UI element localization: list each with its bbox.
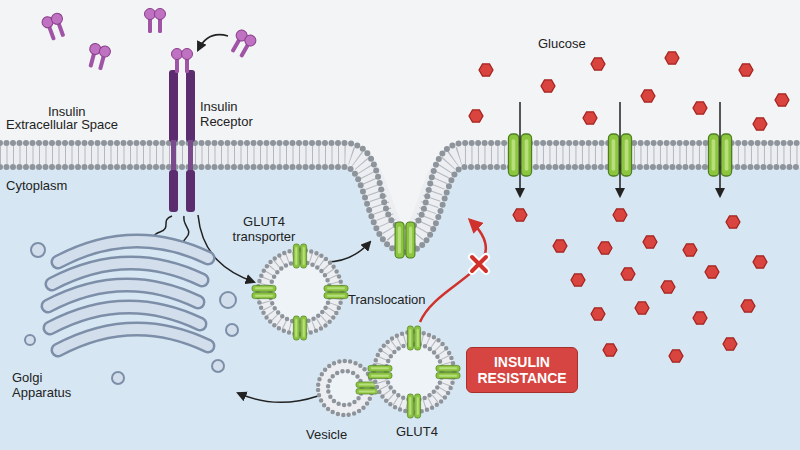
transporter-label: GLUT4 xyxy=(396,424,438,439)
region-label: Extracellular Space xyxy=(6,117,118,132)
extracellular-ground xyxy=(0,0,800,240)
alert-box: INSULIN RESISTANCE xyxy=(466,347,577,393)
receptor-label: Insulin Receptor xyxy=(200,99,262,129)
molecule-label: Glucose xyxy=(538,36,586,51)
blocked-arrow xyxy=(420,220,486,322)
glut4-transporter xyxy=(395,222,415,258)
region-label: Cytoplasm xyxy=(6,178,67,193)
vesicle-label: Vesicle xyxy=(306,427,347,442)
hormone-label: Insulin xyxy=(48,104,86,119)
process-label: Translocation xyxy=(348,292,426,307)
golgi-apparatus xyxy=(25,241,238,384)
glut4-vesicle xyxy=(252,244,348,340)
organelle-label: Golgi Apparatus xyxy=(12,370,84,400)
insulin-molecules xyxy=(41,9,258,72)
glucose-molecules xyxy=(469,52,789,362)
insulin-receptor xyxy=(169,49,195,213)
alert-text: INSULIN RESISTANCE xyxy=(477,354,566,386)
glucose-channels xyxy=(508,102,731,196)
glut4-vesicle xyxy=(368,326,460,418)
transporter-label: GLUT4 transporter xyxy=(226,214,302,244)
